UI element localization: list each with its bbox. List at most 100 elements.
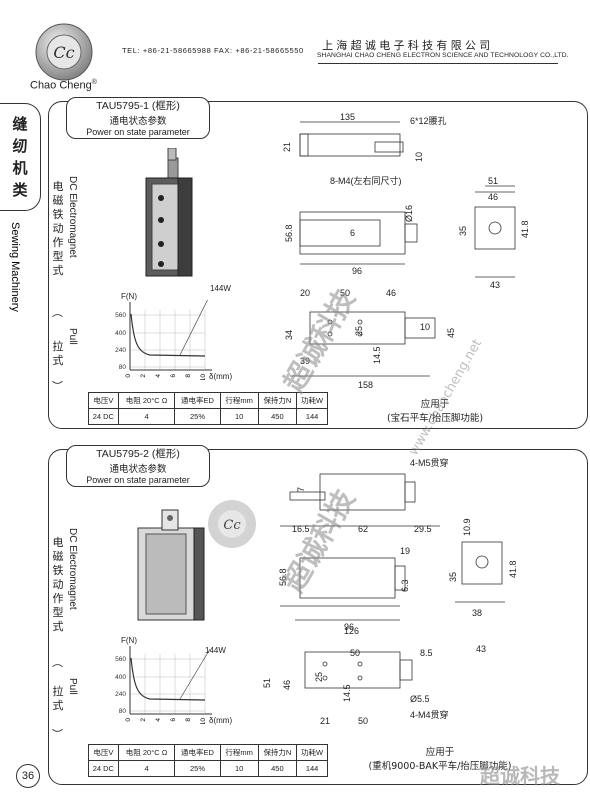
dimension-label: 46: [386, 288, 396, 298]
watermark-cn-corner: 超诚科技: [480, 764, 560, 788]
dimension-label: 14.5: [372, 346, 382, 364]
dimension-label: Ø16: [404, 205, 414, 222]
chart-xtick: 8: [185, 374, 192, 378]
table-header: 电阻 20°C Ω: [117, 744, 176, 761]
table-row: 24 DC 4 25% 10 450 144: [88, 408, 328, 425]
contact-line: TEL: +86-21-58665988 FAX: +86-21-5866555…: [122, 46, 304, 55]
state-en: Power on state parameter: [86, 127, 190, 137]
type-cn: 电磁铁动作型式: [52, 180, 64, 277]
dimension-label: 50: [350, 648, 360, 658]
action-cn: 拉式: [52, 340, 64, 367]
table-header: 行程mm: [219, 392, 259, 409]
chart-ytick: 80: [119, 708, 127, 715]
table-cell: 144: [296, 408, 328, 425]
chart-ytick: 240: [115, 347, 126, 354]
dimension-label: 29.5: [414, 524, 432, 534]
dimension-label: 20: [300, 288, 310, 298]
product-title-box-1: TAU5795-1 (框形) 通电状态参数 Power on state par…: [66, 97, 210, 139]
dimension-label: 6.3: [400, 579, 410, 592]
table-header-row: 电压V 电阻 20°C Ω 通电率ED 行程mm 保持力N 功耗W: [88, 392, 328, 409]
dimension-label: 8.5: [420, 648, 433, 658]
chart-ytick: 560: [115, 312, 126, 319]
table-row: 24 DC 4 25% 10 450 144: [88, 760, 328, 777]
dimension-label: 38: [472, 608, 482, 618]
dimension-label: 62: [358, 524, 368, 534]
dimension-label: 10: [420, 322, 430, 332]
action-brackets: ︵: [52, 306, 63, 319]
dimension-label: 25: [354, 326, 364, 336]
table-cell: 24 DC: [88, 408, 119, 425]
chart-xtick: 6: [170, 374, 177, 378]
application-1: 应用于(宝石平车/抬压脚功能): [386, 399, 484, 424]
dimension-label: 6*12腰孔: [410, 116, 447, 126]
action-cn: 拉式: [52, 685, 64, 712]
chart-ylabel: F(N): [121, 292, 137, 301]
dimension-label: 21: [282, 142, 292, 152]
table-cell: 4: [117, 408, 176, 425]
company-name-en: SHANGHAI CHAO CHENG ELECTRON SCIENCE AND…: [317, 52, 569, 59]
dimension-label: 4-M5贯穿: [410, 457, 449, 468]
dimension-label: 43: [490, 280, 500, 290]
table-header: 通电率ED: [174, 392, 221, 409]
chart-ytick: 560: [115, 656, 126, 663]
dimension-label: 96: [352, 266, 362, 276]
chart-xlabel: δ(mm): [209, 716, 233, 725]
company-name-cn: 上海超诚电子科技有限公司: [322, 39, 494, 52]
model-name: TAU5795-1 (框形): [96, 100, 180, 112]
chart-power: 144W: [205, 646, 226, 655]
table-header: 功耗W: [296, 392, 328, 409]
spec-table-1: 电压V 电阻 20°C Ω 通电率ED 行程mm 保持力N 功耗W 24 DC …: [88, 392, 328, 425]
chart-xtick: 0: [125, 374, 132, 378]
table-cell: 4: [117, 760, 176, 777]
table-header: 电阻 20°C Ω: [117, 392, 176, 409]
dimension-label: 34: [284, 330, 294, 340]
dimension-label: Ø5.5: [410, 694, 430, 704]
action-bracket-close: ︶: [52, 728, 63, 741]
model-name: TAU5795-2 (框形): [96, 448, 180, 460]
chart-xtick: 10: [200, 718, 207, 724]
dimension-label: 56.8: [278, 568, 288, 586]
type-en: DC Electromagnet: [67, 528, 78, 610]
brand-name: Chao Cheng®: [30, 79, 97, 92]
chart-ytick: 400: [115, 674, 126, 681]
category-en-text: Sewing Machinery: [9, 222, 21, 312]
action-en: Pull: [67, 678, 78, 695]
product-photo-1: [145, 148, 193, 277]
dimension-label: 46: [488, 192, 498, 202]
category-en: Sewing Machinery: [9, 222, 21, 312]
action-en: Pull: [67, 328, 78, 345]
chart-xtick: 0: [125, 718, 132, 722]
application-2: 应用于(重机9000-BAK平车/抬压脚功能): [368, 747, 512, 772]
header-divider: [318, 63, 558, 64]
chart-xtick: 8: [185, 718, 192, 722]
type-cn: 电磁铁动作型式: [52, 536, 64, 633]
category-cn: 缝纫机类: [12, 115, 28, 199]
product-panel-1: [48, 101, 588, 429]
dimension-label: 126: [344, 626, 359, 636]
chart-xtick: 2: [140, 718, 147, 722]
dimension-label: 41.8: [508, 560, 518, 578]
dimension-label: 14.5: [342, 684, 352, 702]
dimension-label: 39: [300, 356, 310, 366]
table-header-row: 电压V 电阻 20°C Ω 通电率ED 行程mm 保持力N 功耗W: [88, 744, 328, 761]
dimension-label: 45: [446, 328, 456, 338]
dimension-label: 4-M4贯穿: [410, 709, 449, 720]
table-header: 保持力N: [257, 744, 298, 761]
action-bracket-close: ︶: [52, 380, 63, 393]
dimension-label: 25: [314, 672, 324, 682]
dimension-label: 158: [358, 380, 373, 390]
chart-xtick: 2: [140, 374, 147, 378]
page-number: 36: [16, 764, 40, 788]
chart-xtick: 4: [155, 374, 162, 378]
dimension-label: 41.8: [520, 220, 530, 238]
table-cell: 450: [257, 408, 298, 425]
table-cell: 10: [219, 408, 259, 425]
table-cell: 450: [257, 760, 298, 777]
table-header: 功耗W: [296, 744, 328, 761]
dimension-label: 7: [296, 487, 306, 492]
dimension-label: 10: [414, 152, 424, 162]
table-header: 保持力N: [257, 392, 298, 409]
chart-xtick: 6: [170, 718, 177, 722]
